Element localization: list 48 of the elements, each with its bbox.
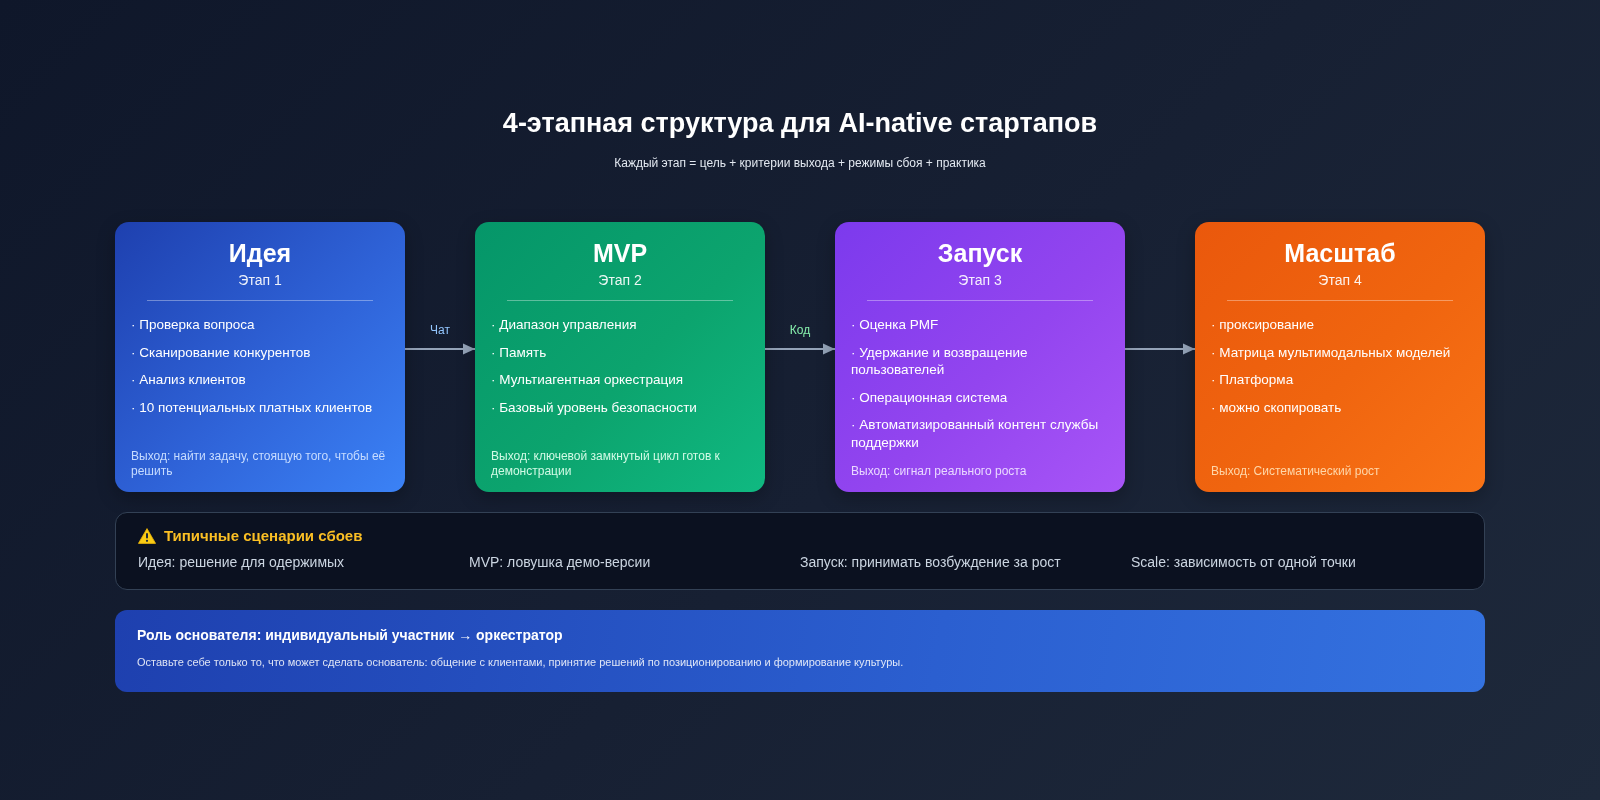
stage-card <box>1195 222 1485 492</box>
bullet-item: · Сканирование конкурентов <box>131 343 311 362</box>
bullet-item: · Базовый уровень безопасности <box>491 398 697 417</box>
stage-card <box>115 222 405 492</box>
stage-number: Этап 2 <box>598 272 642 288</box>
bullet-item: · Матрица мультимодальных моделей <box>1211 343 1451 362</box>
subtitle: Каждый этап = цель + критерии выхода + режимы сбоя + практика <box>614 156 986 170</box>
bullet-item: · можно скопировать <box>1211 398 1342 417</box>
bullet-item: · Анализ клиентов <box>131 371 246 389</box>
bullet-item: · Мультиагентная оркестрация <box>491 371 684 389</box>
bullet-item: · Операционная система <box>851 388 1008 407</box>
exit-criterion: Выход: найти задачу, стоящую того, чтобы её решить <box>131 448 387 480</box>
arrow <box>764 343 836 355</box>
arrow <box>1124 343 1196 355</box>
exit-criterion: Выход: Систематический рост <box>1211 464 1380 480</box>
stage-card <box>475 222 765 492</box>
edge-label: Код <box>789 322 811 337</box>
stage-number: Этап 3 <box>958 272 1002 288</box>
bullet-item: · Автоматизированный контент службы поддержки <box>851 416 1100 452</box>
bullet-item: · проксирование <box>1211 316 1314 334</box>
bullet-item: · Удержание и возвращение пользователей <box>851 343 1029 379</box>
failure-scenario: MVP: ловушка демо-версии <box>469 554 651 570</box>
panel-heading: Роль основателя: индивидуальный участник → оркестратор <box>137 627 563 643</box>
arrow <box>404 343 476 355</box>
bullet-item: · Платформа <box>1211 371 1294 389</box>
stage-title: Масштаб <box>1284 238 1396 268</box>
failure-scenario: Идея: решение для одержимых <box>138 554 345 570</box>
bullet-item: · 10 потенциальных платных клиентов <box>131 398 373 417</box>
stage-number: Этап 4 <box>1318 272 1362 288</box>
diagram-title: 4-этапная структура для AI-native стартапов <box>502 108 1098 139</box>
bullet-item: · Память <box>491 343 547 362</box>
stage-title: Запуск <box>937 238 1023 268</box>
bullet-item: · Проверка вопроса <box>131 316 255 334</box>
stage-title: Идея <box>228 238 292 268</box>
stage-title: MVP <box>592 238 648 268</box>
exit-criterion: Выход: ключевой замкнутый цикл готов к демонстрации <box>491 448 721 480</box>
edge-label: Чат <box>430 322 450 337</box>
exit-criterion: Выход: сигнал реального роста <box>851 464 1027 480</box>
bullet-item: · Диапазон управления <box>491 316 637 334</box>
info-panel <box>115 610 1485 692</box>
bullet-item: · Оценка PMF <box>851 316 939 334</box>
panel-heading: Типичные сценарии сбоев <box>164 527 363 544</box>
failure-scenario: Запуск: принимать возбуждение за рост <box>800 554 1061 570</box>
warning-panel <box>115 512 1485 590</box>
stage-number: Этап 1 <box>238 272 282 288</box>
panel-note: Оставьте себе только то, что может сделать основатель: общение с клиентами, принятие решений по позиционированию и формирование культуры. <box>137 656 904 668</box>
failure-scenario: Scale: зависимость от одной точки <box>1131 554 1356 570</box>
stage-card <box>835 222 1125 492</box>
